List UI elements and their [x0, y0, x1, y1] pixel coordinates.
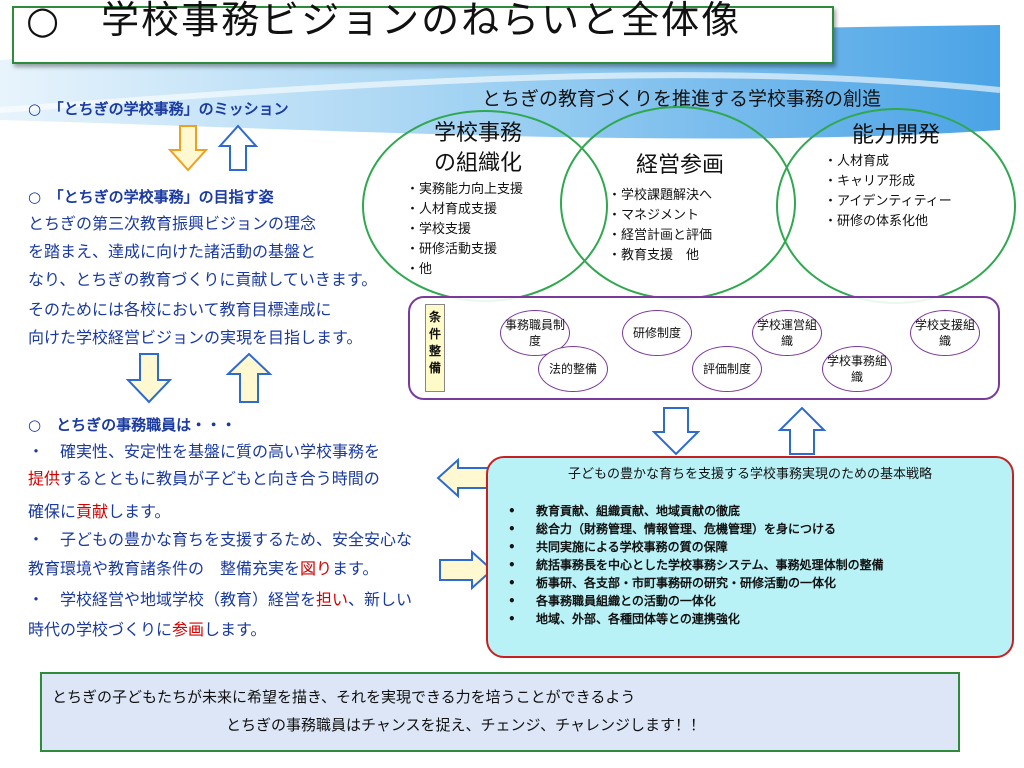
emphasis-provide: 提供: [28, 469, 61, 488]
cond-evaluation: 評価制度: [692, 346, 762, 392]
org-item: ・実務能力向上支援: [406, 182, 524, 197]
goal-line-4: そのためには各校において教育目標達成に: [28, 300, 332, 319]
mission-arrows: [167, 124, 259, 172]
conditions-label: 条件整備: [425, 304, 445, 392]
cond-office-org: 学校事務組織: [822, 346, 892, 392]
staff-line-2: 提供するとともに教員が子どもと向き合う時間の: [28, 467, 380, 491]
goal-line-5: 向けた学校経営ビジョンの実現を目指します。: [28, 328, 363, 347]
org-item: ・学校支援: [406, 222, 472, 237]
dev-heading: 能力開発: [851, 123, 940, 148]
goal-line-3: なり、とちぎの教育づくりに貢献していきます。: [28, 270, 378, 289]
org-heading-1: 学校事務: [433, 121, 522, 146]
staff-heading: ○ とちぎの事務職員は・・・: [28, 416, 237, 434]
dev-list: ・人材育成 ・キャリア形成 ・アイデンティティー ・研修の体系化他: [824, 152, 954, 232]
mgmt-item: ・経営計画と評価: [608, 228, 713, 243]
staff-line-7-end: します。: [204, 620, 267, 639]
mgmt-item: ・マネジメント: [608, 208, 700, 223]
strategy-item: 栃事研、各支部・市町事務研の研究・研修活動の一体化: [508, 574, 884, 592]
left-arrow-icon: [436, 457, 491, 499]
right-arrow-icon: [439, 549, 494, 591]
mgmt-list: ・学校課題解決へ ・マネジメント ・経営計画と評価 ・教育支援 他: [608, 186, 768, 266]
mgmt-item: ・学校課題解決へ: [608, 188, 713, 203]
goal-arrows: [125, 352, 273, 404]
strategy-item: 共同実施による学校事務の質の保障: [508, 538, 884, 556]
staff-line-3-end: します。: [108, 502, 171, 521]
down-arrow-icon: [125, 353, 173, 404]
goal-line-1: とちぎの第三次教育振興ビジョンの理念: [28, 214, 317, 233]
dev-item: ・アイデンティティー: [824, 194, 952, 209]
up-arrow-icon: [217, 124, 259, 171]
staff-line-5: 教育環境や教育諸条件の 整備充実を図ります。: [28, 557, 378, 581]
staff-line-3-text: 確保に: [28, 502, 77, 521]
staff-line-3: 確保に貢献します。: [28, 500, 170, 524]
org-item: ・他: [406, 262, 433, 277]
strategy-item: 地域、外部、各種団体等との連携強化: [508, 610, 884, 628]
staff-line-6: ・ 学校経営や地域学校（教育）経営を担い、新しい: [28, 588, 412, 612]
org-item: ・研修活動支援: [406, 242, 498, 257]
strategy-item: 総合力（財務管理、情報管理、危機管理）を身につける: [508, 520, 884, 538]
title-box: [12, 6, 834, 64]
staff-line-7: 時代の学校づくりに参画します。: [28, 618, 266, 642]
dev-item: ・研修の体系化他: [824, 214, 929, 229]
staff-line-5-text: 教育環境や教育諸条件の 整備充実を: [28, 559, 301, 578]
down-arrow-icon: [651, 407, 701, 456]
mgmt-heading: 経営参画: [635, 153, 724, 178]
down-arrow-icon: [167, 125, 209, 172]
strategy-list: 教育貢献、組織貢献、地域貢献の徹底 総合力（財務管理、情報管理、危機管理）を身に…: [508, 502, 884, 628]
org-item: ・人材育成支援: [406, 202, 498, 217]
cond-legal: 法的整備: [538, 346, 608, 392]
staff-line-7-text: 時代の学校づくりに: [28, 620, 173, 639]
org-list: ・実務能力向上支援 ・人材育成支援 ・学校支援 ・研修活動支援 ・他: [406, 180, 556, 280]
strategy-arrows: [651, 406, 827, 456]
strategy-item: 統括事務長を中心とした学校事務システム、事務処理体制の整備: [508, 556, 884, 574]
staff-line-6-text: ・ 学校経営や地域学校（教育）経営を: [28, 590, 317, 609]
goal-line-2: を踏まえ、達成に向けた諸活動の基盤と: [28, 242, 317, 261]
up-arrow-icon: [225, 352, 273, 403]
cond-school-operation: 学校運営組織: [752, 310, 822, 356]
emphasis-participate: 参画: [172, 620, 205, 639]
emphasis-plan: 図り: [300, 559, 333, 578]
dev-item: ・人材育成: [824, 154, 890, 169]
staff-line-5-end: ます。: [332, 559, 379, 578]
vision-caption: とちぎの教育づくりを推進する学校事務の創造: [482, 88, 882, 110]
org-heading-2: の組織化: [433, 151, 522, 176]
staff-line-4: ・ 子どもの豊かな育ちを支援するため、安全安心な: [28, 530, 413, 549]
strategy-item: 各事務職員組織との活動の一体化: [508, 592, 884, 610]
emphasis-bear: 担い: [316, 590, 349, 609]
goal-heading: ○ 「とちぎの学校事務」の目指す姿: [28, 188, 274, 206]
mission-heading: ○ 「とちぎの学校事務」のミッション: [28, 100, 289, 118]
emphasis-contribute: 貢献: [76, 502, 109, 521]
cond-support-org: 学校支援組織: [910, 310, 980, 356]
summary-line-2: とちぎの事務職員はチャンスを捉え、チェンジ、チャレンジします！！: [226, 716, 705, 734]
strategy-item: 教育貢献、組織貢献、地域貢献の徹底: [508, 502, 884, 520]
up-arrow-icon: [777, 406, 827, 455]
staff-line-6-end: 、新しい: [348, 590, 413, 609]
summary-box: [40, 672, 960, 752]
staff-line-1: ・ 確実性、安定性を基盤に質の高い学校事務を: [28, 442, 381, 461]
cond-training: 研修制度: [622, 310, 692, 356]
strategy-title: 子どもの豊かな育ちを支援する学校事務実現のための基本戦略: [567, 467, 932, 482]
side-arrows: [436, 457, 494, 591]
staff-line-2-text: するとともに教員が子どもと向き合う時間の: [60, 469, 380, 488]
page-title: ○ 学校事務ビジョンのねらいと全体像: [26, 0, 742, 42]
summary-line-1: とちぎの子どもたちが未来に希望を描き、それを実現できる力を培うことができるよう: [52, 688, 636, 706]
mgmt-item: ・教育支援 他: [608, 248, 700, 263]
dev-item: ・キャリア形成: [824, 174, 916, 189]
